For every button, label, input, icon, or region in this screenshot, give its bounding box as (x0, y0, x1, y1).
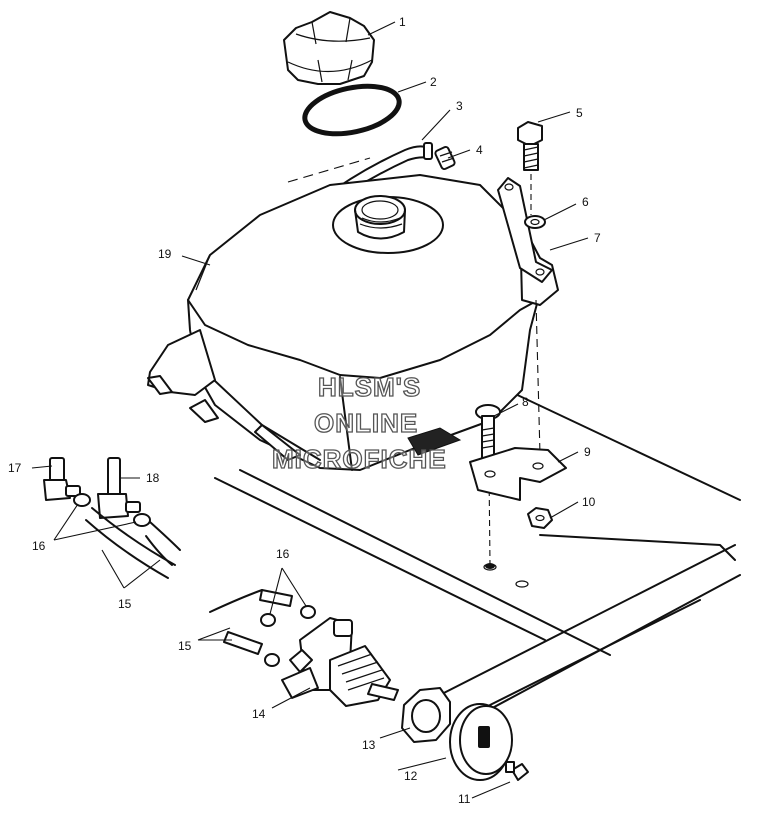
cover-plate (449, 703, 513, 781)
fuel-hose-left (85, 507, 181, 579)
callout-19: 19 (158, 247, 172, 261)
callout-14: 14 (252, 707, 266, 721)
cap-gasket (302, 83, 402, 137)
washer-upper (524, 215, 546, 229)
lock-ring (401, 687, 451, 743)
callout-15a: 15 (118, 597, 132, 611)
bolt-upper (517, 121, 543, 215)
callout-5: 5 (576, 106, 583, 120)
watermark-line-1: HLSM'S (318, 372, 421, 402)
leader-lines (31, 21, 589, 799)
callout-2: 2 (430, 75, 437, 89)
callout-4: 4 (476, 143, 483, 157)
hose-clamp-right (260, 605, 316, 667)
nut (527, 507, 553, 529)
callout-labels: 1 2 3 4 5 6 7 8 9 10 11 12 13 14 15 15 1… (8, 15, 601, 806)
vent-fitting (434, 145, 456, 171)
fuel-cap (283, 11, 375, 85)
callout-3: 3 (456, 99, 463, 113)
callout-6: 6 (582, 195, 589, 209)
callout-16b: 16 (276, 547, 290, 561)
watermark: HLSM'S ONLINE MICROFICHE (271, 371, 447, 474)
cover-screw (505, 761, 529, 781)
callout-17: 17 (8, 461, 22, 475)
callout-16a: 16 (32, 539, 46, 553)
callout-7: 7 (594, 231, 601, 245)
callout-18: 18 (146, 471, 160, 485)
fuel-fitting-tee (97, 457, 141, 519)
watermark-line-3: MICROFICHE (272, 444, 447, 474)
callout-10: 10 (582, 495, 596, 509)
mount-bracket-lower (469, 447, 567, 501)
frame-rails (214, 374, 741, 721)
callout-8: 8 (522, 395, 529, 409)
hose-clamp-left (73, 493, 151, 527)
callout-11: 11 (458, 792, 471, 806)
mount-bracket-upper (497, 177, 553, 283)
callout-12: 12 (404, 769, 418, 783)
fuel-hose-right (209, 589, 293, 655)
fuel-tank (147, 174, 559, 471)
watermark-line-2: ONLINE (314, 408, 418, 438)
fuel-petcock (281, 617, 399, 707)
callout-1: 1 (399, 15, 406, 29)
callout-13: 13 (362, 738, 376, 752)
fuel-fitting-elbow (43, 457, 81, 501)
callout-9: 9 (584, 445, 591, 459)
callout-15b: 15 (178, 639, 192, 653)
